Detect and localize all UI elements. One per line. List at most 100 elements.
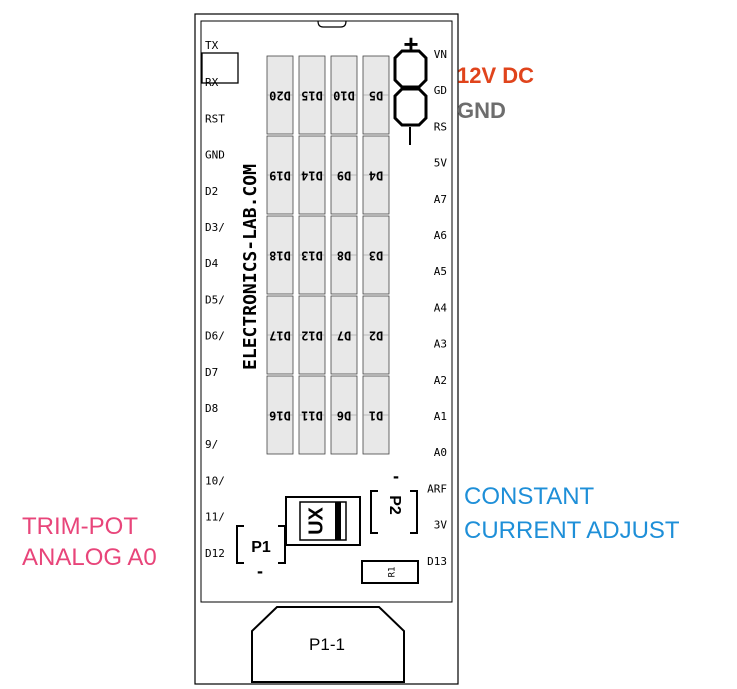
right-pin-label: A5 bbox=[434, 265, 447, 278]
led-label: D19 bbox=[269, 169, 291, 183]
p2-minus-sign: - bbox=[393, 466, 399, 486]
led-label: D3 bbox=[369, 249, 383, 263]
led-label: D13 bbox=[301, 249, 323, 263]
led-cell: D17 bbox=[266, 295, 294, 375]
left-pin-label: RST bbox=[205, 112, 225, 125]
led-label: D16 bbox=[269, 409, 291, 423]
led-label: D5 bbox=[369, 89, 383, 103]
right-pin-label: ARF bbox=[427, 482, 447, 495]
board-silk-frame bbox=[200, 20, 453, 603]
left-pin-label: RX bbox=[205, 76, 219, 89]
led-cell: D14 bbox=[298, 135, 326, 215]
led-cell: D3 bbox=[362, 215, 390, 295]
right-pin-label: A1 bbox=[434, 410, 447, 423]
led-label: D2 bbox=[369, 329, 383, 343]
led-cell: D2 bbox=[362, 295, 390, 375]
p1-1-label: P1-1 bbox=[309, 635, 345, 654]
label-analog-a0: ANALOG A0 bbox=[22, 544, 157, 571]
p1-minus-sign: - bbox=[257, 561, 263, 581]
led-label: D14 bbox=[301, 169, 323, 183]
led-label: D15 bbox=[301, 89, 323, 103]
left-pin-label: D4 bbox=[205, 257, 219, 270]
led-cell: D5 bbox=[362, 55, 390, 135]
led-label: D10 bbox=[333, 89, 355, 103]
led-cell: D13 bbox=[298, 215, 326, 295]
power-plus-sign: + bbox=[403, 29, 418, 59]
left-pin-label: GND bbox=[205, 149, 225, 162]
r1-resistor bbox=[361, 560, 419, 584]
label-constant: CONSTANT bbox=[464, 483, 595, 510]
p1-bracket-left bbox=[236, 525, 244, 564]
led-cell: D8 bbox=[330, 215, 358, 295]
led-label: D18 bbox=[269, 249, 291, 263]
led-cell: D12 bbox=[298, 295, 326, 375]
right-pin-label: RS bbox=[434, 120, 447, 133]
left-pin-label: D3/ bbox=[205, 221, 225, 234]
led-cell: D9 bbox=[330, 135, 358, 215]
left-pin-label: D8 bbox=[205, 402, 218, 415]
right-pin-label: A3 bbox=[434, 338, 447, 351]
led-label: D7 bbox=[337, 329, 351, 343]
led-label: D17 bbox=[269, 329, 291, 343]
right-pin-label: VN bbox=[434, 48, 447, 61]
left-pin-label: TX bbox=[205, 39, 219, 52]
led-cell: D10 bbox=[330, 55, 358, 135]
left-pin-label: D12 bbox=[205, 547, 225, 560]
led-label: D6 bbox=[337, 409, 351, 423]
led-label: D12 bbox=[301, 329, 323, 343]
led-cell: D11 bbox=[298, 375, 326, 455]
right-pin-label: A7 bbox=[434, 193, 447, 206]
left-pin-label: 10/ bbox=[205, 474, 225, 487]
right-pin-label: A4 bbox=[434, 301, 448, 314]
right-pin-label: A0 bbox=[434, 446, 447, 459]
ux-label: UX bbox=[305, 506, 327, 534]
right-pin-label: GD bbox=[434, 84, 447, 97]
led-cell: D20 bbox=[266, 55, 294, 135]
led-cell: D15 bbox=[298, 55, 326, 135]
left-pin-label: D5/ bbox=[205, 293, 225, 306]
electronics-lab-label: ELECTRONICS-LAB.COM bbox=[240, 164, 261, 370]
p1-1-connector bbox=[251, 606, 405, 683]
led-label: D11 bbox=[301, 409, 323, 423]
led-cell: D6 bbox=[330, 375, 358, 455]
left-pin-label: D2 bbox=[205, 185, 218, 198]
led-label: D1 bbox=[369, 409, 383, 423]
label-trim-pot: TRIM-POT bbox=[22, 513, 138, 540]
p1-label: P1 bbox=[251, 539, 271, 556]
right-pin-label: A2 bbox=[434, 374, 447, 387]
p2-bracket-left bbox=[370, 490, 378, 534]
label-current-adjust: CURRENT ADJUST bbox=[464, 517, 680, 544]
led-cell: D7 bbox=[330, 295, 358, 375]
tx-header-pad bbox=[201, 52, 239, 84]
led-label: D9 bbox=[337, 169, 351, 183]
led-cell: D18 bbox=[266, 215, 294, 295]
led-cell: D16 bbox=[266, 375, 294, 455]
right-pin-label: 5V bbox=[434, 157, 448, 170]
left-pin-label: D7 bbox=[205, 366, 218, 379]
led-cell: D4 bbox=[362, 135, 390, 215]
right-pin-label: 3V bbox=[434, 519, 448, 532]
led-label: D20 bbox=[269, 89, 291, 103]
label-12v-dc: 12V DC bbox=[457, 63, 534, 88]
p1-bracket-right bbox=[278, 525, 286, 564]
p2-bracket-right bbox=[410, 490, 418, 534]
power-pad-bottom bbox=[393, 87, 428, 127]
led-cell: D1 bbox=[362, 375, 390, 455]
label-gnd: GND bbox=[457, 98, 506, 123]
led-cell: D19 bbox=[266, 135, 294, 215]
power-pad-top bbox=[393, 49, 428, 89]
left-pin-label: D6/ bbox=[205, 330, 225, 343]
board-notch bbox=[317, 20, 347, 28]
left-pin-label: 9/ bbox=[205, 438, 218, 451]
led-label: D4 bbox=[369, 169, 383, 183]
r1-label: R1 bbox=[388, 567, 398, 578]
right-pin-label: A6 bbox=[434, 229, 447, 242]
led-label: D8 bbox=[337, 249, 351, 263]
p2-label: P2 bbox=[386, 495, 403, 515]
left-pin-label: 11/ bbox=[205, 511, 225, 524]
